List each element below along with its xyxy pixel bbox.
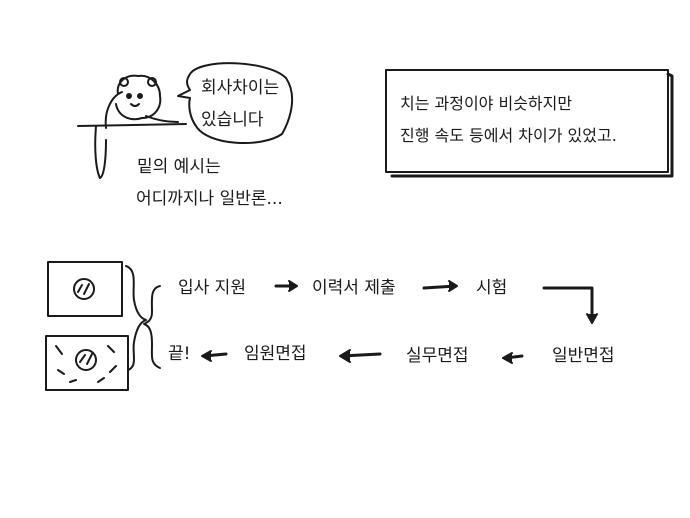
speech-bubble (177, 62, 294, 144)
flow-step-exam: 시험 (476, 278, 508, 298)
right-brace (143, 285, 161, 369)
flow-step-end: 끝! (168, 344, 191, 364)
bottom-frame (45, 335, 129, 391)
flow-step-apply: 입사 지원 (178, 278, 246, 298)
caption-line-2: 어디까지나 일반론... (136, 189, 283, 209)
note-line-1: 치는 과정이야 비슷하지만 (400, 94, 573, 113)
flow-step-general-interview: 일반면접 (552, 346, 615, 366)
desk-line (77, 123, 187, 127)
note-box (385, 69, 669, 173)
note-line-2: 진행 속도 등에서 차이가 있었고. (400, 126, 617, 145)
character-drawing (94, 74, 179, 179)
flow-step-resume: 이력서 제출 (312, 278, 396, 298)
bubble-line-2: 있습니다 (201, 110, 264, 130)
flow-arrows (201, 280, 598, 364)
top-frame (47, 261, 123, 317)
flow-step-executive-interview: 임원면접 (244, 344, 307, 364)
left-brace (125, 265, 147, 371)
bubble-line-1: 회사차이는 (201, 78, 280, 98)
caption-line-1: 밑의 예시는 (137, 157, 221, 177)
flow-step-practical-interview: 실무면접 (406, 346, 469, 366)
